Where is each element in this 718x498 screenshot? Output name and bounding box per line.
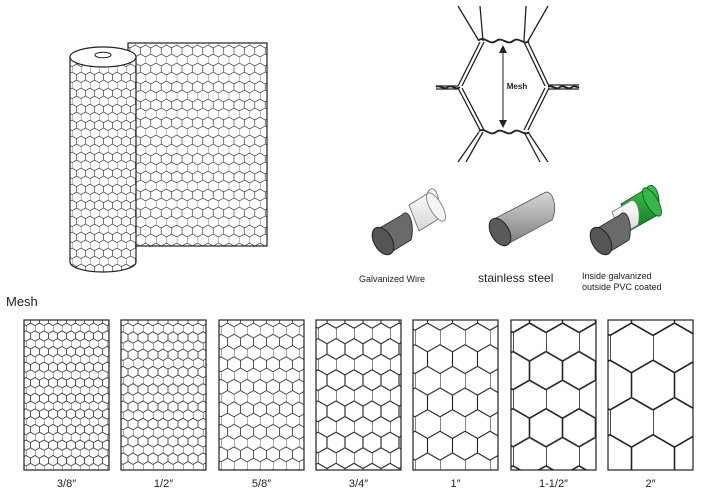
mesh-size-label: 1/2″ bbox=[153, 478, 174, 490]
mesh-size-label: 1-1/2″ bbox=[539, 478, 568, 490]
wire-material-pvc bbox=[589, 184, 662, 256]
wire-material-stainless bbox=[488, 191, 556, 247]
stainless-wire-end bbox=[488, 217, 512, 247]
mesh-size-label: 1″ bbox=[450, 478, 461, 490]
mesh-size-panel bbox=[607, 319, 694, 471]
material-label-galvanized: Galvanized Wire bbox=[359, 274, 426, 284]
mesh-size-label: 5/8″ bbox=[251, 478, 272, 490]
mesh-size-panel bbox=[510, 319, 597, 471]
material-label-pvc-line2: outside PVC coated bbox=[582, 282, 662, 292]
galvanized-wire-core-end bbox=[371, 226, 395, 256]
mesh-size-panel bbox=[218, 319, 305, 471]
right-wire-arm bbox=[549, 84, 579, 90]
roll-core-hole bbox=[94, 51, 112, 59]
mesh-size-label: 2″ bbox=[645, 478, 656, 490]
unrolled-mesh-sheet bbox=[127, 42, 268, 247]
material-label-pvc-line1: Inside galvanized bbox=[582, 271, 652, 281]
mesh-size-panel bbox=[23, 319, 110, 471]
mesh-section-title: Mesh bbox=[6, 294, 38, 309]
hexagon-mesh-detail bbox=[435, 5, 580, 163]
right-twist bbox=[547, 85, 580, 90]
mesh-roll-illustration bbox=[69, 42, 268, 273]
mesh-size-panel bbox=[412, 319, 499, 471]
mesh-size-panel bbox=[120, 319, 207, 471]
rolled-mesh-surface bbox=[70, 47, 136, 272]
mesh-size-label: 3/8″ bbox=[56, 478, 77, 490]
pvc-wire-core-end bbox=[589, 226, 613, 256]
mesh-size-label: 3/4″ bbox=[348, 478, 369, 490]
top-twist bbox=[478, 38, 530, 44]
bottom-twist bbox=[478, 129, 530, 135]
mesh-size-panels bbox=[23, 319, 694, 471]
mesh-dimension-label: Mesh bbox=[507, 82, 528, 91]
mesh-size-panel bbox=[315, 319, 402, 471]
material-label-stainless: stainless steel bbox=[478, 271, 554, 285]
left-twist bbox=[435, 85, 461, 90]
wire-material-galvanized bbox=[371, 188, 446, 256]
